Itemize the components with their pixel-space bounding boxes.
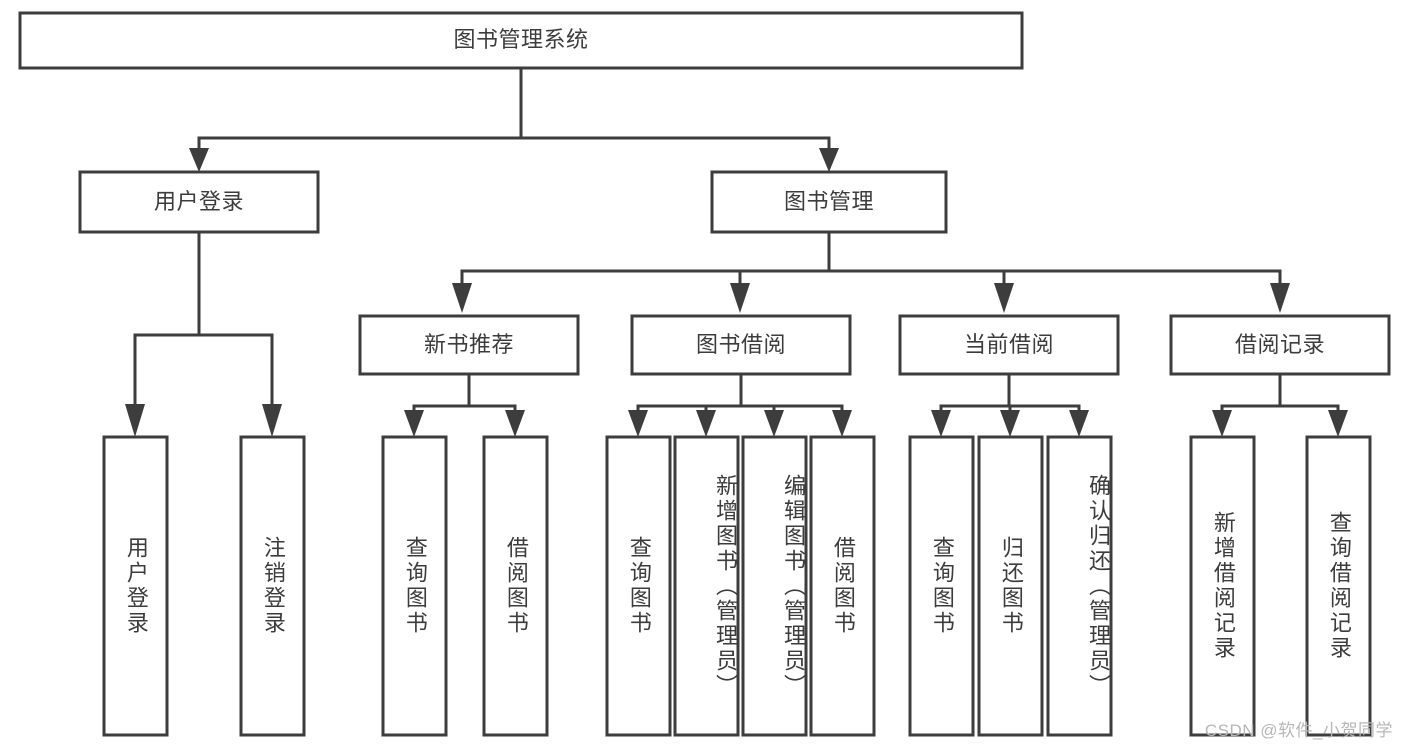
node-book-manage-box[interactable] [710, 170, 948, 234]
node-user-login-box[interactable] [78, 170, 320, 234]
arrow-head-icon-bookmanage-3 [994, 283, 1014, 313]
node-leaf-box[interactable] [1046, 435, 1113, 737]
node-leaf-box[interactable] [605, 435, 672, 737]
arrow-head-icon-newbook-2 [505, 410, 525, 437]
arrow-head-icon-currentborrow-1 [931, 410, 951, 437]
arrow-head-icon-currentborrow-3 [1069, 410, 1089, 437]
node-leaf-box[interactable] [1189, 435, 1256, 737]
node-leaf-box[interactable] [381, 435, 448, 737]
arrow-head-icon-newbook-1 [404, 410, 424, 437]
arrow-head-icon-bookborrow-4 [832, 410, 852, 437]
arrow-head-icon-bookborrow-3 [764, 410, 784, 437]
arrow-head-icon-bookborrow-2 [696, 410, 716, 437]
arrow-head-icon-currentborrow-2 [1000, 410, 1020, 437]
node-book-borrow-box[interactable] [630, 314, 852, 376]
node-leaf-box[interactable] [1305, 435, 1372, 737]
arrow-head-icon-userlogin-1 [125, 404, 145, 437]
node-leaf-box[interactable] [239, 435, 306, 737]
arrow-head-icon-root-left [189, 148, 209, 172]
arrow-head-icon-borrowrecord-1 [1212, 410, 1232, 437]
node-new-book-recommend-box[interactable] [358, 314, 580, 376]
arrow-head-icon-root-right [819, 148, 839, 172]
arrow-head-icon-bookmanage-1 [452, 283, 472, 313]
node-current-borrow-box[interactable] [898, 314, 1120, 376]
node-leaf-box[interactable] [102, 435, 169, 737]
watermark-label: CSDN @软件_小贺同学 [1204, 721, 1393, 740]
arrow-head-icon-bookmanage-2 [730, 283, 750, 313]
node-leaf-box[interactable] [809, 435, 876, 737]
node-leaf-box[interactable] [908, 435, 975, 737]
arrow-head-icon-userlogin-2 [262, 404, 282, 437]
arrow-head-icon-borrowrecord-2 [1328, 410, 1348, 437]
arrow-head-icon-bookborrow-1 [628, 410, 648, 437]
arrow-head-icon-bookmanage-4 [1270, 283, 1290, 313]
node-root-box[interactable] [18, 11, 1024, 70]
node-leaf-box[interactable] [741, 435, 808, 737]
node-borrow-record-box[interactable] [1169, 314, 1391, 376]
node-leaf-box[interactable] [482, 435, 549, 737]
node-leaf-box[interactable] [673, 435, 740, 737]
node-leaf-box[interactable] [977, 435, 1044, 737]
